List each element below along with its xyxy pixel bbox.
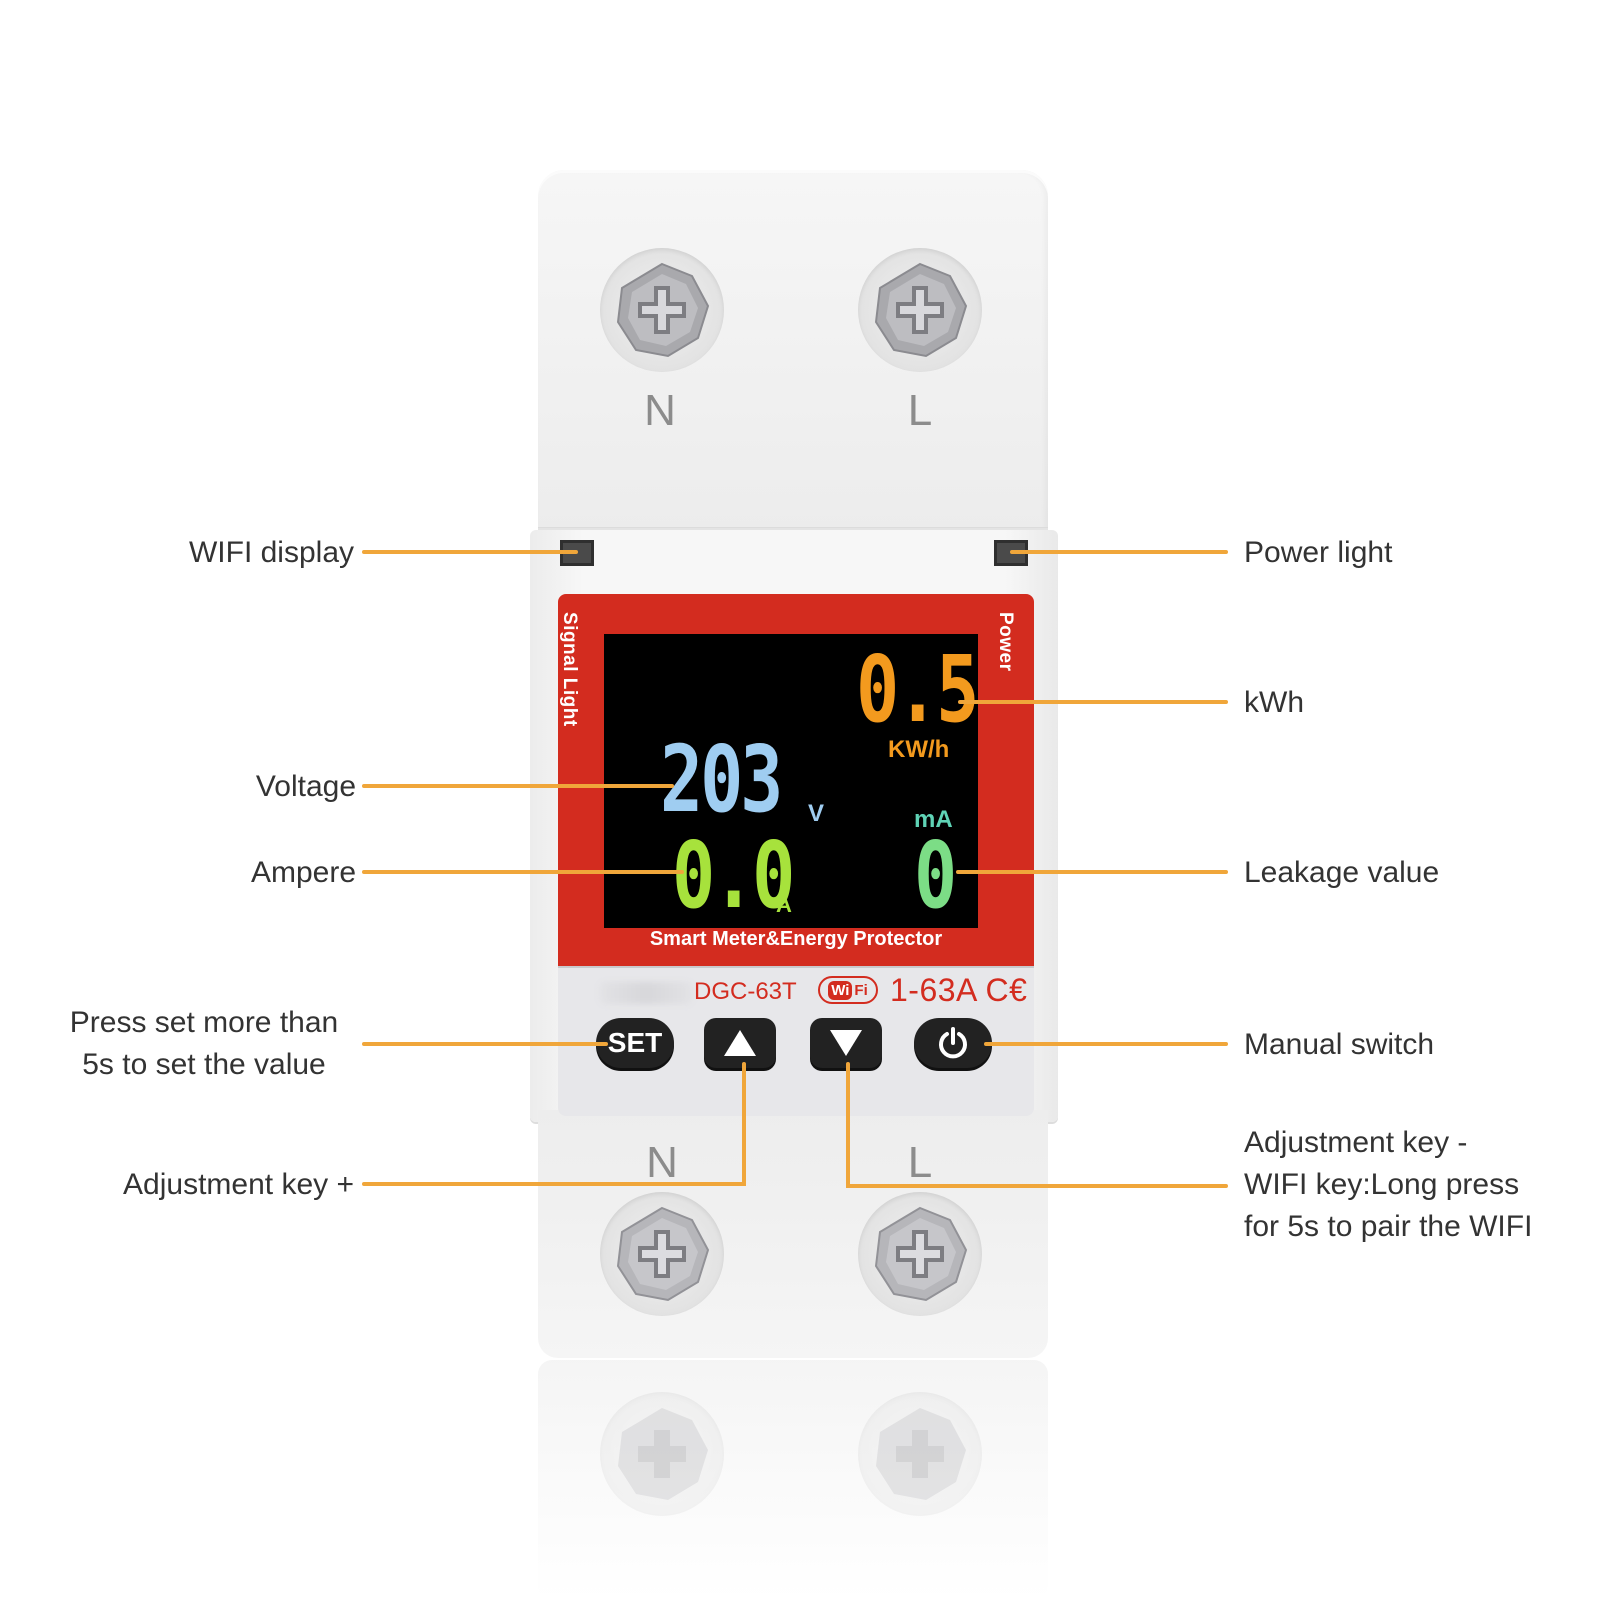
screw-icon — [600, 248, 724, 372]
bottom-terminal-l-label: L — [907, 1138, 933, 1187]
current-rating-value: 1-63A — [890, 972, 977, 1008]
callout-voltage: Voltage — [255, 770, 356, 803]
screw-icon — [858, 1192, 982, 1316]
wifi-indicator-light — [560, 540, 594, 566]
callout-wifi-display: WIFI display — [188, 536, 354, 569]
adjust-up-button[interactable] — [704, 1018, 776, 1068]
wifi-logo-fi: Fi — [854, 981, 868, 999]
ampere-reading: 0.0 — [672, 822, 795, 929]
callout-press-set-line1: Press set more than — [69, 1006, 339, 1039]
panel-caption: Smart Meter&Energy Protector — [649, 928, 943, 950]
screw-icon — [858, 248, 982, 372]
callout-press-set-line2: 5s to set the value — [82, 1048, 326, 1081]
triangle-up-icon — [724, 1030, 756, 1056]
callout-leakage: Leakage value — [1244, 856, 1440, 889]
top-terminal-n-label: N — [644, 386, 676, 435]
voltage-unit: V — [808, 800, 825, 827]
callout-ampere: Ampere — [250, 856, 356, 889]
screw-reflection-icon — [858, 1392, 982, 1516]
screw-reflection-icon — [600, 1392, 724, 1516]
signal-light-label: Signal Light — [559, 612, 580, 727]
callout-adjust-minus: Adjustment key - WIFI key:Long press for… — [1244, 1122, 1532, 1248]
callout-power-light: Power light — [1244, 536, 1393, 569]
current-rating: 1-63A C€ — [890, 972, 1027, 1009]
leakage-unit: mA — [914, 806, 953, 833]
wifi-logo: Wi Fi — [818, 976, 878, 1004]
blurred-brand-mark — [600, 982, 692, 1004]
callout-kwh: kWh — [1244, 686, 1304, 719]
power-side-label: Power — [995, 612, 1016, 672]
power-indicator-light — [994, 540, 1028, 566]
ampere-unit: A — [776, 892, 792, 917]
bottom-terminal-n-label: N — [646, 1138, 678, 1187]
device-reflection — [538, 1360, 1048, 1600]
callout-adjust-plus: Adjustment key + — [123, 1168, 354, 1201]
model-number: DGC-63T — [694, 978, 797, 1005]
wifi-logo-wi: Wi — [828, 980, 853, 1000]
callout-press-set: Press set more than 5s to set the value — [54, 1002, 354, 1086]
kwh-reading: 0.5 — [856, 636, 979, 743]
power-button[interactable] — [914, 1018, 992, 1068]
screw-icon — [600, 1192, 724, 1316]
callout-adjust-minus-line2: WIFI key:Long press — [1244, 1168, 1520, 1201]
callout-adjust-minus-line3: for 5s to pair the WIFI — [1244, 1210, 1533, 1243]
callout-manual-switch: Manual switch — [1244, 1028, 1435, 1061]
triangle-down-icon — [830, 1030, 862, 1056]
power-icon — [939, 1027, 967, 1059]
voltage-reading: 203 — [660, 726, 783, 833]
callout-adjust-minus-line1: Adjustment key - — [1244, 1126, 1468, 1159]
kwh-unit: KW/h — [888, 736, 950, 763]
lcd-screen — [604, 634, 978, 928]
ce-mark: C€ — [985, 972, 1028, 1008]
adjust-down-button[interactable] — [810, 1018, 882, 1068]
leakage-reading: 0 — [914, 822, 957, 929]
set-button[interactable]: SET — [596, 1018, 674, 1068]
top-terminal-l-label: L — [907, 386, 933, 435]
